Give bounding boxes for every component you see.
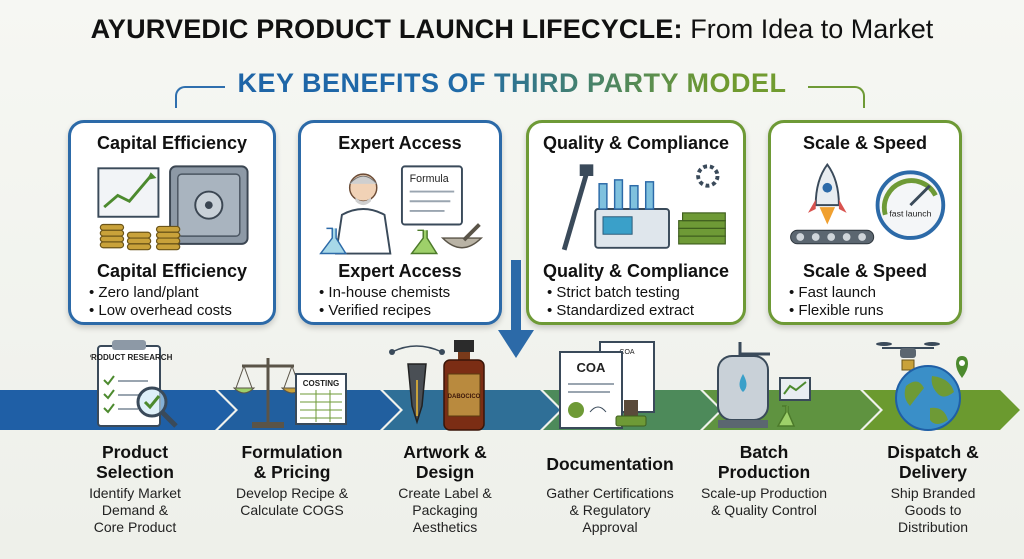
step-title: Artwork & Design — [403, 442, 487, 482]
benefit-card-expert: Expert Access Formula Expert Access • In… — [298, 120, 502, 325]
title-regular: From Idea to Market — [682, 14, 934, 44]
rocket-gauge-icon: fast launch — [790, 162, 946, 245]
subtitle-bracket-left — [175, 86, 225, 108]
benefit-subtitle: Expert Access — [338, 261, 462, 281]
benefit-title: Scale & Speed — [802, 133, 928, 153]
benefit-bullet: • Standardized extract — [547, 302, 694, 319]
step-desc: Identify Market Demand & Core Product — [89, 485, 181, 535]
benefit-card-scale: Scale & Speed fast launch Scale & Speed … — [768, 120, 962, 325]
step-desc: Ship Branded Goods to Distribution — [890, 485, 976, 535]
formula-label: Formula — [410, 173, 449, 185]
research-label: PRODUCT RESEARCH — [90, 353, 173, 362]
step-title: Documentation — [546, 454, 674, 474]
chemist-icon: Formula — [319, 165, 484, 255]
benefit-bullet: • Zero land/plant — [89, 284, 199, 301]
step-desc: Develop Recipe & Calculate COGS — [235, 485, 349, 518]
benefit-bullet: • Low overhead costs — [89, 302, 232, 319]
step-desc: Scale-up Production & Quality Control — [700, 485, 828, 518]
step-product-selection: Product Selection Identify Market Demand… — [60, 442, 210, 536]
drone-globe-icon — [876, 342, 968, 431]
costing-scale-icon: COSTING — [232, 358, 347, 428]
benefit-bullet: • Fast launch — [789, 284, 876, 301]
subtitle-bracket-right — [808, 86, 865, 108]
section-subtitle: KEY BENEFITS OF THIRD PARTY MODEL — [0, 68, 1024, 99]
benefit-subtitle: Capital Efficiency — [96, 261, 248, 281]
title-bold: AYURVEDIC PRODUCT LAUNCH LIFECYCLE: — [90, 14, 683, 44]
costing-label: COSTING — [303, 379, 339, 388]
gauge-label: fast launch — [889, 209, 931, 219]
step-desc: Create Label & Packaging Aesthetics — [398, 485, 492, 535]
lab-testing-icon — [561, 164, 726, 251]
bottle-label: DABOCICO — [448, 394, 481, 400]
production-tank-icon — [717, 342, 811, 428]
down-arrow — [498, 260, 534, 358]
step-formulation-pricing: Formulation & Pricing Develop Recipe & C… — [212, 442, 372, 519]
coa-label: COA — [577, 360, 607, 375]
step-title: Dispatch & Delivery — [887, 442, 979, 482]
vault-coins-chart-icon — [97, 165, 249, 251]
benefit-title: Expert Access — [338, 133, 462, 153]
product-research-icon: PRODUCT RESEARCH — [90, 340, 178, 428]
benefit-subtitle: Scale & Speed — [802, 261, 928, 281]
step-title: Product Selection — [96, 442, 174, 482]
step-title: Batch Production — [717, 442, 811, 482]
step-dispatch-delivery: Dispatch & Delivery Ship Branded Goods t… — [848, 442, 1018, 536]
benefit-bullet: • Strict batch testing — [547, 284, 680, 301]
svg-text:COA: COA — [619, 349, 635, 356]
benefit-subtitle: Quality & Compliance — [542, 261, 730, 281]
benefit-card-capital: Capital Efficiency Capital Efficiency • … — [68, 120, 276, 325]
benefit-title: Quality & Compliance — [542, 133, 730, 153]
step-batch-production: Batch Production Scale-up Production & Q… — [684, 442, 844, 519]
step-artwork-design: Artwork & Design Create Label & Packagin… — [370, 442, 520, 536]
benefit-bullet: • Flexible runs — [789, 302, 884, 319]
page-title: AYURVEDIC PRODUCT LAUNCH LIFECYCLE: From… — [0, 14, 1024, 45]
benefit-card-quality: Quality & Compliance Quality & Complianc… — [526, 120, 746, 325]
benefit-bullet: • Verified recipes — [319, 302, 431, 319]
step-title: Formulation & Pricing — [241, 442, 343, 482]
benefit-bullet: • In-house chemists — [319, 284, 451, 301]
pen-bottle-icon: DABOCICO — [389, 340, 485, 431]
coa-document-icon: COA COA — [559, 341, 655, 429]
step-desc: Gather Certifications & Regulatory Appro… — [546, 485, 674, 535]
benefit-title: Capital Efficiency — [96, 133, 248, 153]
step-documentation: Documentation Gather Certifications & Re… — [525, 454, 695, 536]
